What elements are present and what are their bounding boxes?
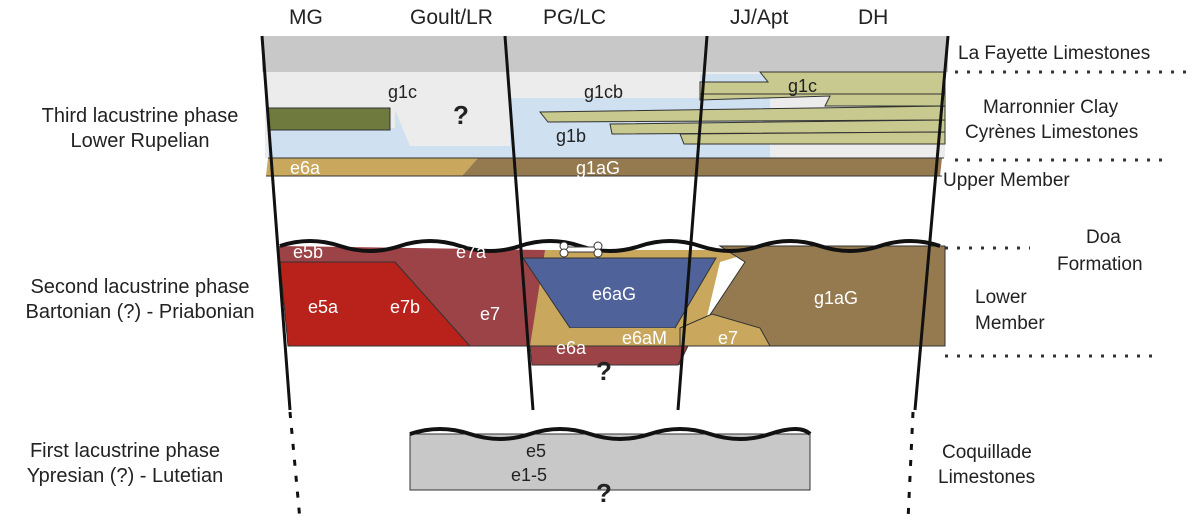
column-header-dh: DH <box>858 6 888 29</box>
phase-first-title: First lacustrine phase <box>30 440 220 462</box>
third-phase-layers <box>262 36 948 177</box>
unit-g1b: g1b <box>556 126 586 146</box>
column-line-2 <box>503 35 535 411</box>
layer-e6a-upper <box>266 158 478 176</box>
unit-e5: e5 <box>526 441 546 461</box>
formation-marronnier: Marronnier Clay <box>983 97 1119 118</box>
formation-doa-1: Doa <box>1086 227 1121 248</box>
formation-cyrenes: Cyrènes Limestones <box>965 122 1138 143</box>
unit-e7a: e7a <box>456 242 487 262</box>
unit-e1-5: e1-5 <box>511 465 547 485</box>
layer-e5-e1-5 <box>409 433 811 491</box>
column-line-4-dotted <box>906 411 915 521</box>
phase-third-title: Third lacustrine phase <box>42 105 239 127</box>
erosion-surface-upper <box>279 239 941 253</box>
formation-coquillade-2: Limestones <box>938 467 1035 488</box>
formation-coquillade-1: Coquillade <box>942 442 1032 463</box>
first-phase-layers <box>409 427 812 491</box>
phase-labels: Third lacustrine phase Lower Rupelian Se… <box>25 105 254 487</box>
question-mark-middle: ? <box>596 356 612 386</box>
column-boundaries <box>260 35 950 521</box>
phase-second-title: Second lacustrine phase <box>30 276 249 298</box>
column-line-3 <box>676 35 709 411</box>
unit-e5b: e5b <box>293 242 323 262</box>
column-header-mg: MG <box>289 6 323 29</box>
bone-icon <box>559 241 603 258</box>
layer-g1aG-upper <box>462 158 942 176</box>
layer-e6aM <box>560 328 675 346</box>
layer-g1c-khaki-2 <box>699 93 946 107</box>
second-phase-layers <box>278 239 946 366</box>
unit-e6a-low: e6a <box>556 338 587 358</box>
column-line-1 <box>260 35 292 411</box>
layer-g1c-khaki-5 <box>679 131 946 145</box>
unit-g1aG-top: g1aG <box>576 158 620 178</box>
formation-lower-member-1: Lower <box>975 287 1027 308</box>
question-mark-lower: ? <box>596 478 612 508</box>
column-line-1-dotted <box>288 411 302 521</box>
column-headers: MG Goult/LR PG/LC JJ/Apt DH <box>289 6 888 29</box>
unit-e6aM: e6aM <box>622 328 667 348</box>
column-line-4 <box>913 35 950 411</box>
layer-olive-lens <box>267 107 391 131</box>
unit-g1aG-low: g1aG <box>814 288 858 308</box>
formation-upper-member: Upper Member <box>943 170 1070 191</box>
unit-e7-right: e7 <box>718 328 738 348</box>
erosion-surface-lower <box>409 427 812 441</box>
phase-third-age: Lower Rupelian <box>71 130 210 152</box>
formation-separators <box>945 70 1190 358</box>
phase-first-age: Ypresian (?) - Lutetian <box>27 465 223 487</box>
layer-la-fayette-limestones <box>262 36 948 72</box>
unit-e7b: e7b <box>390 297 420 317</box>
unit-g1c-right: g1c <box>788 76 817 96</box>
column-header-jj-apt: JJ/Apt <box>730 6 789 29</box>
unit-g1cb: g1cb <box>584 82 623 102</box>
column-header-goult-lr: Goult/LR <box>410 6 493 29</box>
unit-e7-mid: e7 <box>480 304 500 324</box>
unit-e5a: e5a <box>308 297 339 317</box>
question-mark-upper: ? <box>453 100 469 130</box>
formation-lower-member-2: Member <box>975 313 1045 334</box>
formation-la-fayette: La Fayette Limestones <box>958 43 1150 64</box>
layer-g1b-left <box>268 110 510 158</box>
formation-labels: La Fayette Limestones Marronnier Clay Cy… <box>938 43 1150 488</box>
unit-e6aG: e6aG <box>592 284 636 304</box>
phase-second-age: Bartonian (?) - Priabonian <box>25 301 254 323</box>
unit-labels: g1c g1cb g1c g1b e6a g1aG e5b e7a e5a e7… <box>290 76 858 485</box>
column-header-pg-lc: PG/LC <box>543 6 606 29</box>
uncertainty-marks: ? ? ? <box>453 100 612 508</box>
unit-g1c-left: g1c <box>388 82 417 102</box>
unit-e6a-top: e6a <box>290 158 321 178</box>
formation-doa-2: Formation <box>1057 254 1143 275</box>
layer-e7-tan-wedge <box>679 313 771 347</box>
